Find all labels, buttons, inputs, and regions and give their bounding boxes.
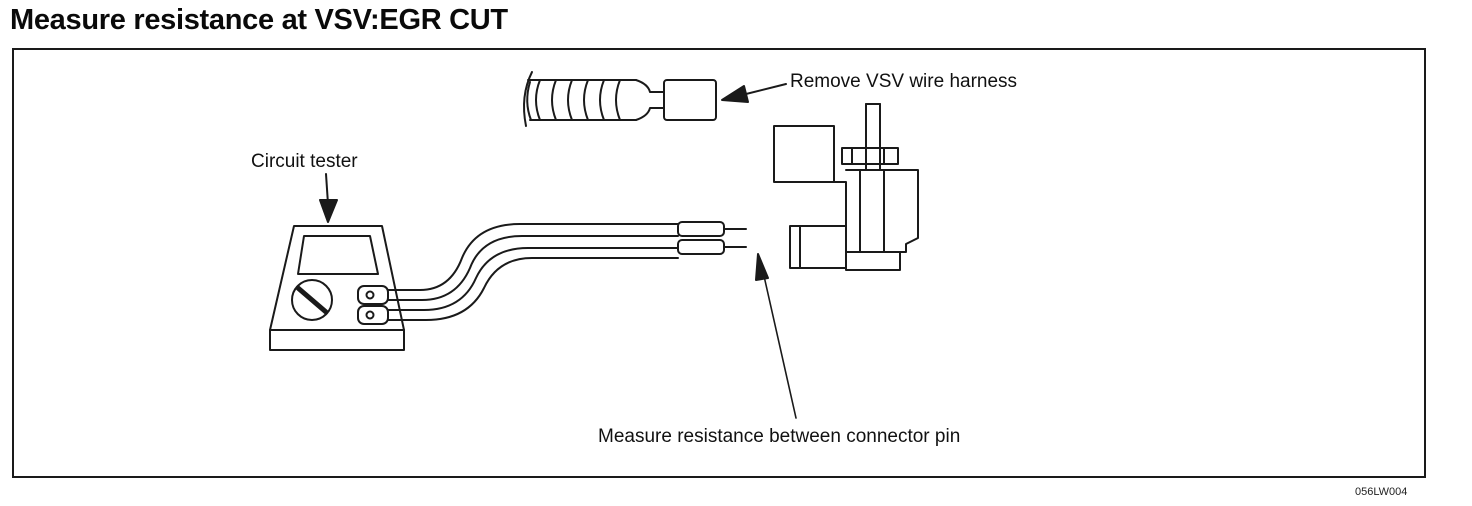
circuit-tester-label: Circuit tester <box>251 151 358 172</box>
measure-resistance-label: Measure resistance between connector pin <box>598 426 961 447</box>
vsv-wire-harness <box>523 71 717 127</box>
diagram-frame <box>12 48 1426 478</box>
vsv-valve <box>773 103 919 271</box>
remove-harness-label: Remove VSV wire harness <box>790 71 1018 92</box>
measure-arrow <box>755 253 797 419</box>
diagram-title: Measure resistance at VSV:EGR CUT <box>10 4 508 36</box>
test-leads <box>387 221 747 321</box>
circuit-tester <box>269 225 405 351</box>
figure-code: 056LW004 <box>1355 486 1408 498</box>
harness-arrow <box>721 83 787 103</box>
tester-arrow <box>319 173 338 223</box>
